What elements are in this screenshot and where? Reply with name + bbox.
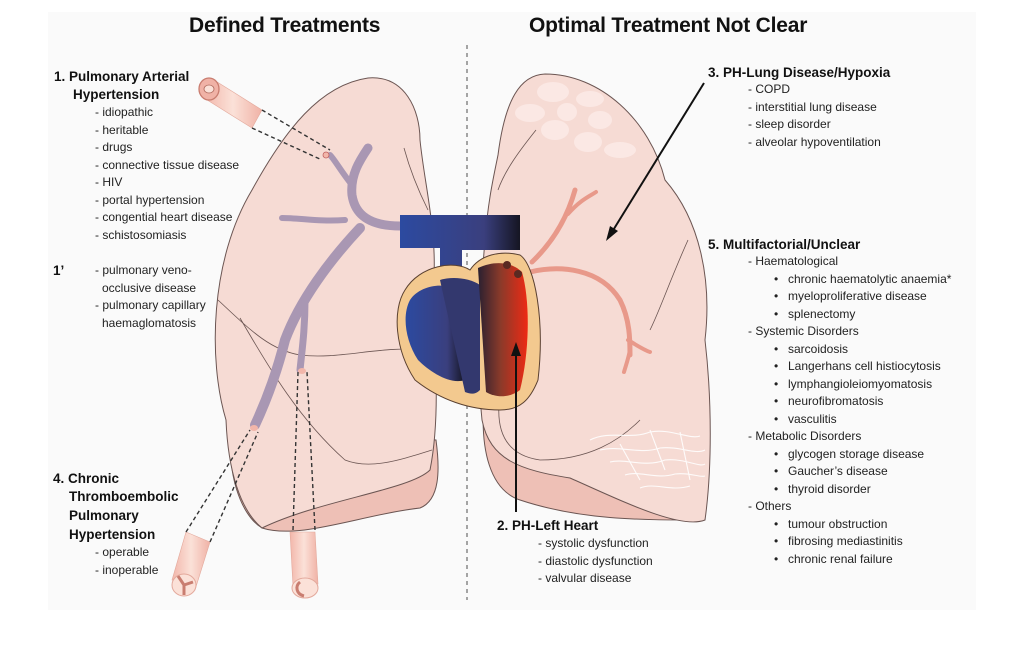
cteph-heading-line-4: Hypertension [69,527,156,542]
category-label: Metabolic Disorders [748,429,861,443]
right-lung-fissure-3 [498,394,641,461]
multifactorial-heading: 5. Multifactorial/Unclear [708,237,861,252]
category-item: lymphangioleiomyomatosis [774,376,951,394]
cteph-vessel-cross-section-2 [289,531,319,599]
left-lung [214,77,439,532]
pulmonary-artery-tree [250,143,405,430]
category-metabolic-disorders: Metabolic Disorders glycogen storage dis… [748,428,951,498]
fibrosis-marks [589,429,706,489]
pah-item: portal hypertension [95,192,239,210]
left-heart-list: systolic dysfunction diastolic dysfuncti… [538,535,653,588]
right-lung-fissure-2 [649,239,689,331]
pah-item: drugs [95,139,239,157]
lung-disease-item: COPD [748,81,881,99]
pah-prime-item: pulmonary capillary [95,297,205,315]
category-label: Systemic Disorders [748,324,859,338]
pah-item: heritable [95,122,239,140]
category-item: sarcoidosis [774,341,951,359]
category-item: Langerhans cell histiocytosis [774,358,951,376]
pah-item: connective tissue disease [95,157,239,175]
pah-list: idiopathic heritable drugs connective ti… [95,104,239,244]
category-systemic-disorders: Systemic Disorders sarcoidosis Langerhan… [748,323,951,428]
cteph-item: operable [95,544,158,562]
category-item: Gaucher’s disease [774,463,951,481]
cteph-vessel-cross-section-1 [171,531,211,597]
pah-prime-label: 1’ [53,263,65,278]
category-label: Others [748,499,791,513]
category-item: neurofibromatosis [774,393,951,411]
category-item: thyroid disorder [774,481,951,499]
category-item: chronic renal failure [774,551,951,569]
vessel-cut-mid [298,368,306,374]
category-haematological: Haematological chronic haematolytic anae… [748,253,951,323]
lung-disease-list: COPD interstitial lung disease sleep dis… [748,81,881,152]
cteph-heading-line-2: Thromboembolic [69,489,179,504]
category-others: Others tumour obstruction fibrosing medi… [748,498,951,568]
category-item: fibrosing mediastinitis [774,533,951,551]
pah-item: idiopathic [95,104,239,122]
right-lung [478,73,711,523]
heart [396,215,541,411]
category-item: chronic haematolytic anaemia* [774,271,951,289]
title-defined-treatments: Defined Treatments [189,14,381,37]
cteph-item: inoperable [95,562,158,580]
arrow-left-heart [511,342,521,512]
left-heart-item: diastolic dysfunction [538,553,652,571]
pulmonary-vein-opening-1 [503,261,511,269]
pah-heading-line-1: 1. Pulmonary Arterial [54,69,190,84]
category-item: vasculitis [774,411,951,429]
category-item: myeloproliferative disease [774,288,951,306]
lung-disease-item: interstitial lung disease [748,99,881,117]
lung-disease-item: alveolar hypoventilation [748,134,880,152]
left-lung-body [214,77,437,529]
pulmonary-trunk [400,215,520,300]
left-heart-heading: 2. PH-Left Heart [497,518,599,533]
left-lung-fissure-3 [403,147,429,211]
lung-disease-heading: 3. PH-Lung Disease/Hypoxia [708,65,891,80]
lung-disease-item: sleep disorder [748,116,881,134]
multifactorial-list: Haematological chronic haematolytic anae… [748,253,951,568]
pah-heading-line-2: Hypertension [73,87,160,102]
category-item: tumour obstruction [774,516,951,534]
category-label: Haematological [748,254,838,268]
arrow-lung-disease [606,82,705,241]
pah-item: congential heart disease [95,209,239,227]
pah-item: HIV [95,174,239,192]
left-heart-item: systolic dysfunction [538,535,653,553]
pulmonary-vein-tree [527,187,652,374]
pah-prime-item: occlusive disease [102,280,197,295]
category-item: glycogen storage disease [774,446,951,464]
category-item: splenectomy [774,306,951,324]
pah-prime-list: pulmonary veno- occlusive disease pulmon… [95,262,206,332]
title-optimal-treatment-not-clear: Optimal Treatment Not Clear [529,14,808,37]
vessel-cut-upper [322,151,330,159]
pah-prime-item: pulmonary veno- [95,262,206,280]
vessel-cut-lower [250,425,258,431]
pulmonary-vein-opening-2 [514,270,522,278]
left-lung-fissure-2 [239,317,433,465]
pah-prime-item: haemaglomatosis [102,315,197,330]
left-heart-item: valvular disease [538,570,653,588]
cteph-heading-line-3: Pulmonary [69,508,139,523]
hypoxia-patches [515,82,636,158]
pah-item: schistosomiasis [95,227,239,245]
cteph-list: operable inoperable [95,544,158,579]
cteph-heading-line-1: 4. Chronic [53,471,120,486]
left-ventricle [478,263,528,397]
right-lung-fissure-1 [497,129,537,191]
right-atrium-septum [440,277,480,394]
